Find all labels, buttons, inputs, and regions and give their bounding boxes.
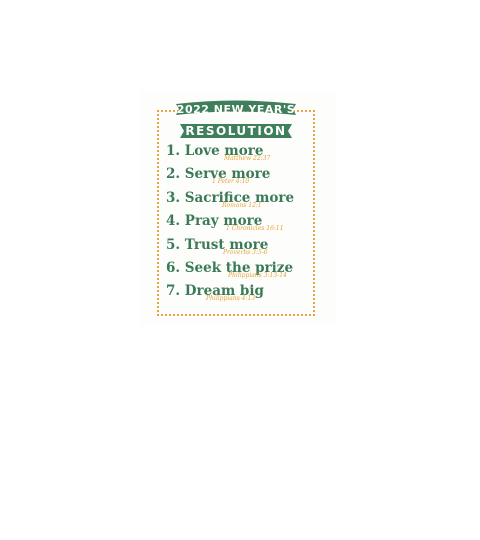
resolution-text: 2. Serve more	[166, 166, 271, 183]
resolution-text: 1. Love more	[166, 143, 264, 159]
resolution-text: 4. Pray more	[166, 213, 263, 230]
list-item: 5. Trust more Proverbs 3:5-6	[166, 236, 316, 259]
list-item: 2. Serve more 1 Peter 4:10	[166, 165, 316, 188]
list-item: 7. Dream big Philippians 4:13	[166, 282, 316, 305]
resolution-text: 3. Sacrifice more	[166, 189, 295, 206]
banner-resolution: RESOLUTION	[180, 120, 292, 142]
list-item: 3. Sacrifice more Romans 12:1	[166, 189, 316, 212]
list-item: 4. Pray more 1 Chronicles 16:11	[166, 212, 316, 235]
resolution-text: 6. Seek the prize	[166, 259, 294, 276]
list-item: 6. Seek the prize Philippians 3:13-14	[166, 259, 316, 282]
verse-reference: Matthew 22:37	[224, 155, 271, 162]
verse-reference: 1 Peter 4:10	[212, 178, 250, 186]
resolution-text: 5. Trust more	[166, 236, 269, 253]
banner-ribbon-top	[176, 100, 296, 115]
verse-reference: Philippians 3:13-14	[228, 271, 287, 279]
resolution-text: 7. Dream big	[166, 283, 264, 300]
verse-reference: Proverbs 3:5-6	[223, 248, 268, 256]
verse-reference: 1 Chronicles 16:11	[226, 225, 284, 233]
list-item: 1. Love more Matthew 22:37	[166, 142, 316, 165]
verse-reference: Romans 12:1	[222, 201, 262, 209]
resolution-list: 1. Love more Matthew 22:37 2. Serve more…	[166, 142, 316, 306]
banner-ribbon-bottom	[180, 124, 292, 138]
banner-year: 2022 NEW YEAR'S	[174, 98, 298, 120]
banner-resolution-text: RESOLUTION	[185, 124, 287, 138]
verse-reference: Philippians 4:13	[206, 295, 256, 303]
banner-year-text: 2022 NEW YEAR'S	[176, 102, 296, 116]
